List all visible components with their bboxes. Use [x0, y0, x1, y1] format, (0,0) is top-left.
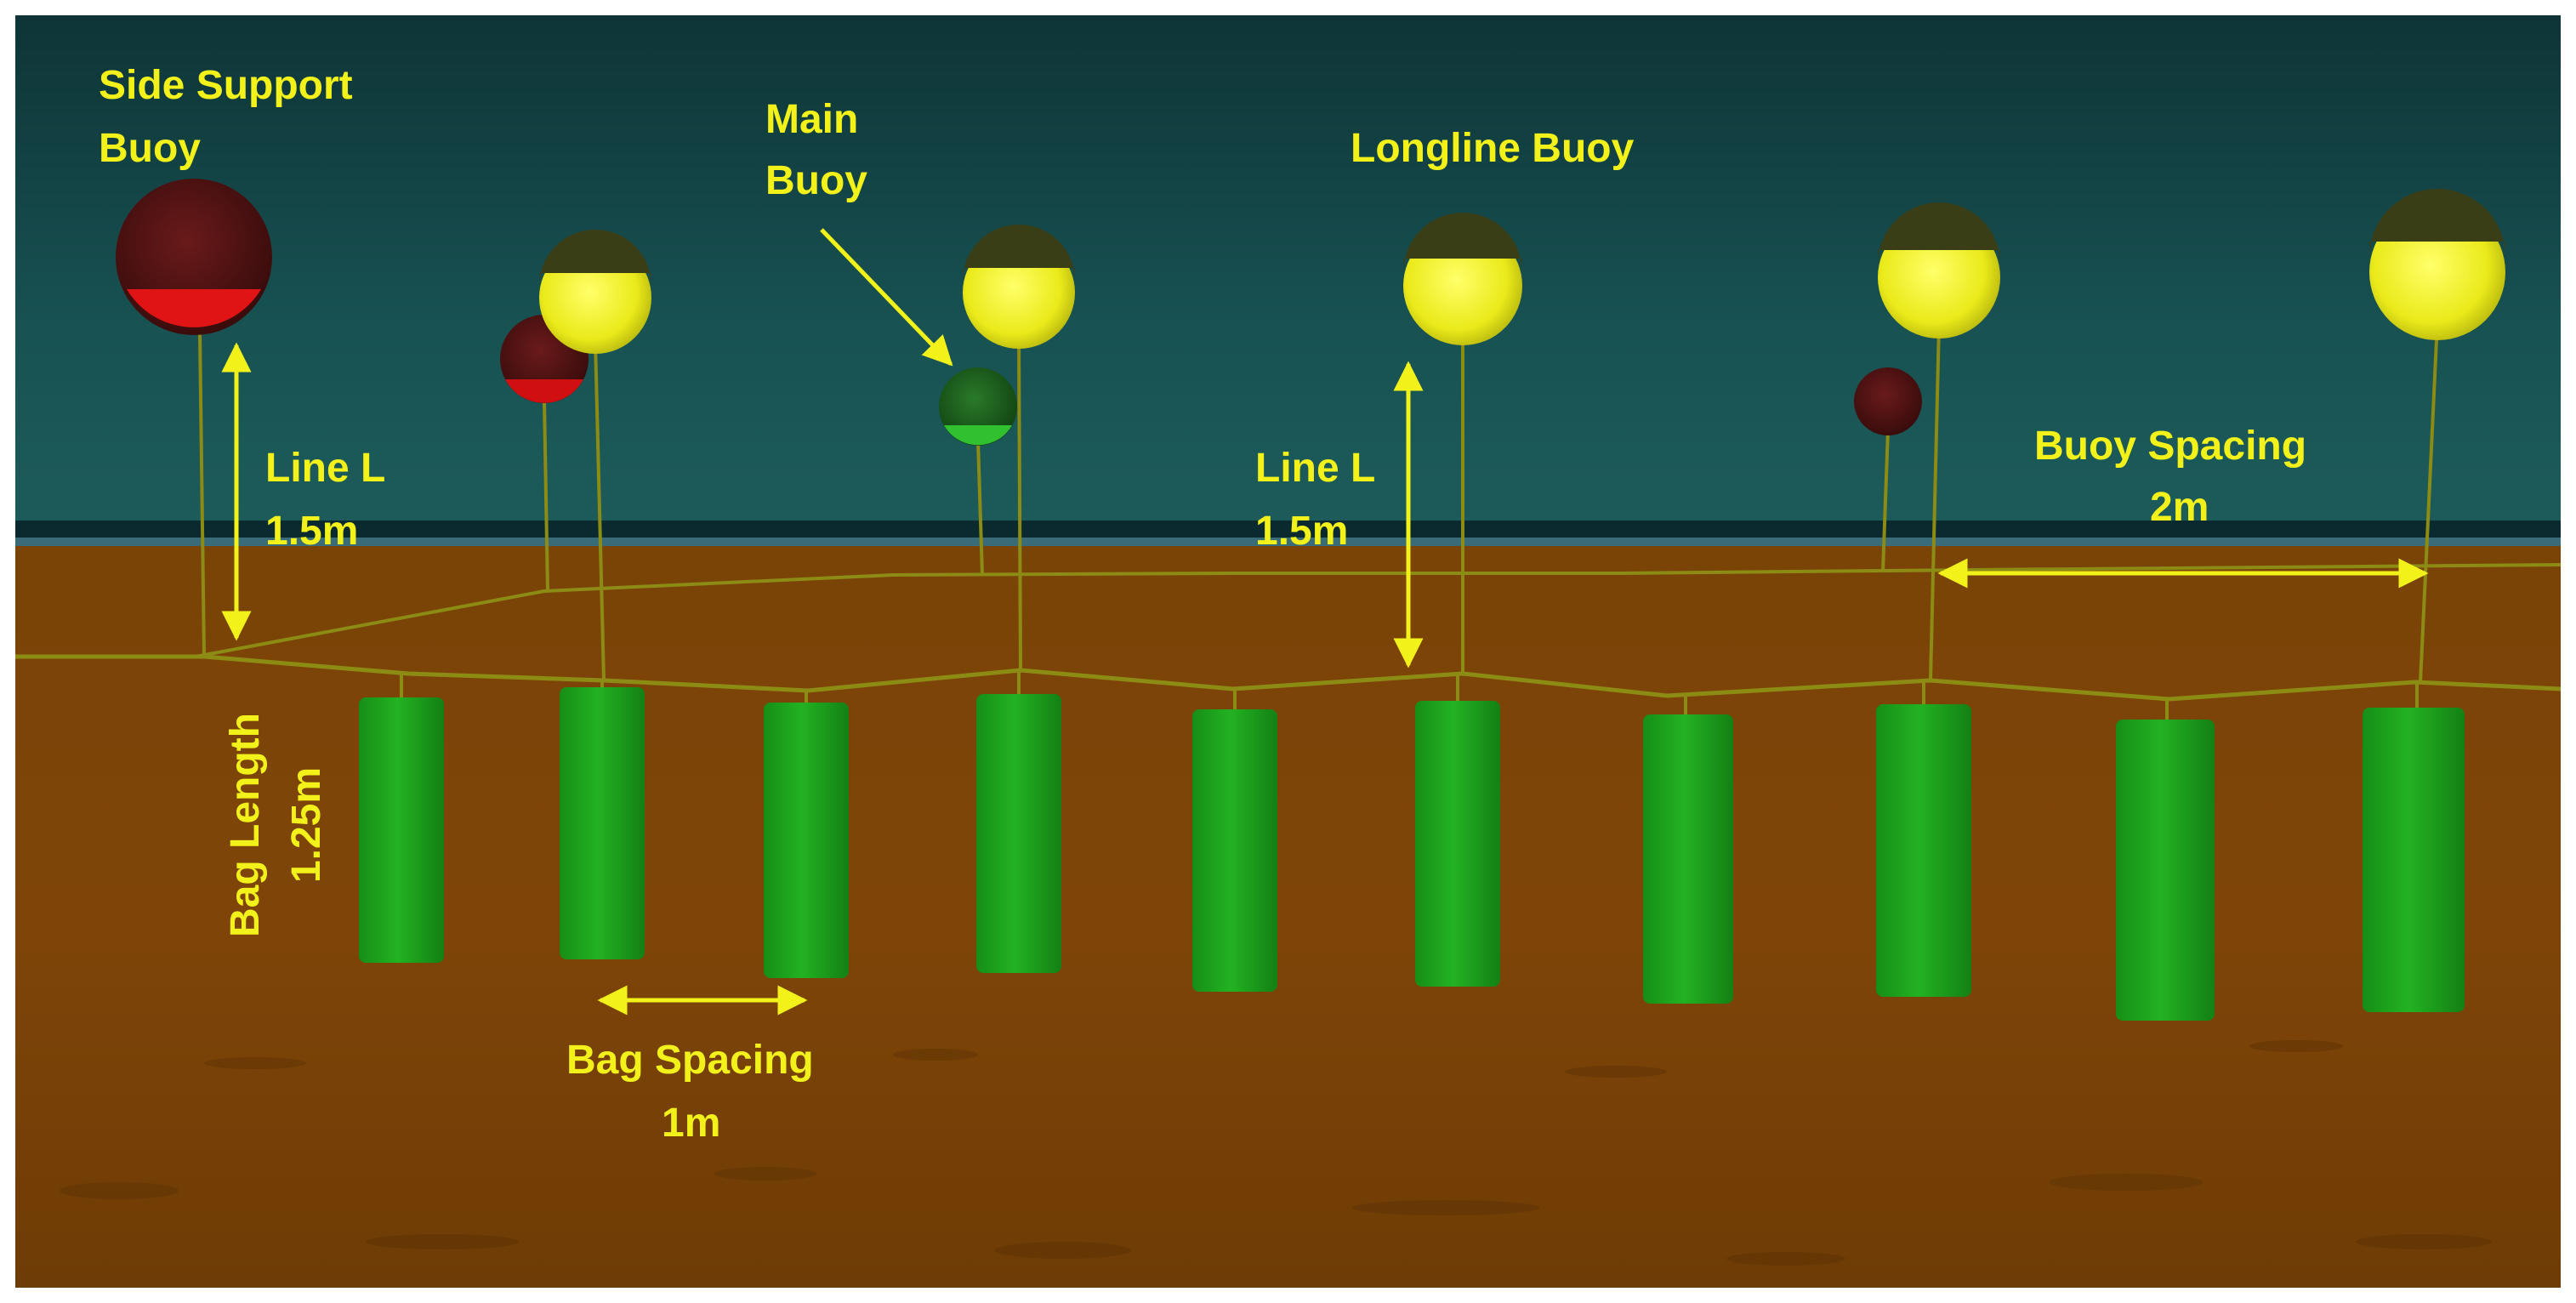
side-support-lines	[198, 333, 1890, 657]
bag-6	[1415, 701, 1500, 987]
annotation-arrows	[221, 228, 2429, 1016]
line-l-mid-label-1: Line L	[1255, 446, 1375, 491]
main-buoy-pointer-arrow	[820, 228, 953, 367]
line-l-left-label-2: 1.5m	[265, 509, 358, 554]
bag-spacing-label-2: 1m	[662, 1101, 720, 1146]
line-l-left-label-1: Line L	[265, 446, 385, 491]
bag-7	[1643, 714, 1733, 1004]
bag-5	[1192, 709, 1277, 992]
buoy-spacing-label-2: 2m	[2150, 485, 2209, 530]
side-support-buoy-small-2	[1854, 367, 1922, 435]
longline-buoy-2	[963, 225, 1075, 349]
main-buoy	[939, 367, 1017, 446]
longline-buoy-label: Longline Buoy	[1351, 126, 1635, 171]
main-buoy-label-1: Main	[765, 97, 858, 142]
longline-buoys	[539, 189, 2505, 354]
bag-3	[764, 703, 849, 978]
side-support-buoy-label-1: Side Support	[99, 63, 353, 108]
bag-length-label-2: 1.25m	[284, 767, 329, 883]
bag-hanger-lines	[400, 672, 2419, 720]
oyster-bags	[359, 687, 2465, 1021]
side-support-buoy-label-2: Buoy	[99, 126, 201, 171]
buoy-spacing-label-1: Buoy Spacing	[2034, 424, 2306, 469]
main-buoy-line	[976, 440, 984, 576]
bag-4	[976, 694, 1061, 973]
water-background	[15, 15, 2561, 536]
longline-buoy-lines	[594, 321, 2439, 683]
water-horizon-highlight	[15, 538, 2561, 546]
bag-2	[560, 687, 645, 959]
seabed-texture	[60, 1040, 2492, 1266]
longline-buoy-4	[1878, 202, 2000, 339]
bag-1	[359, 697, 444, 963]
bag-8	[1876, 704, 1971, 997]
side-support-buoy-large	[116, 179, 272, 335]
bag-spacing-label-1: Bag Spacing	[566, 1038, 814, 1083]
bag-10	[2363, 708, 2465, 1012]
annotation-labels: Side Support Buoy Main Buoy Longline Buo…	[99, 63, 2306, 1146]
main-buoy-label-2: Buoy	[765, 158, 867, 203]
side-support-buoys	[116, 179, 1922, 435]
longline-buoy-5	[2369, 189, 2505, 340]
line-l-mid-label-2: 1.5m	[1255, 509, 1348, 554]
bag-9	[2116, 720, 2215, 1021]
longline-buoy-1	[539, 230, 651, 354]
bag-length-label-1: Bag Length	[223, 713, 268, 937]
longline-buoy-3	[1403, 213, 1522, 345]
